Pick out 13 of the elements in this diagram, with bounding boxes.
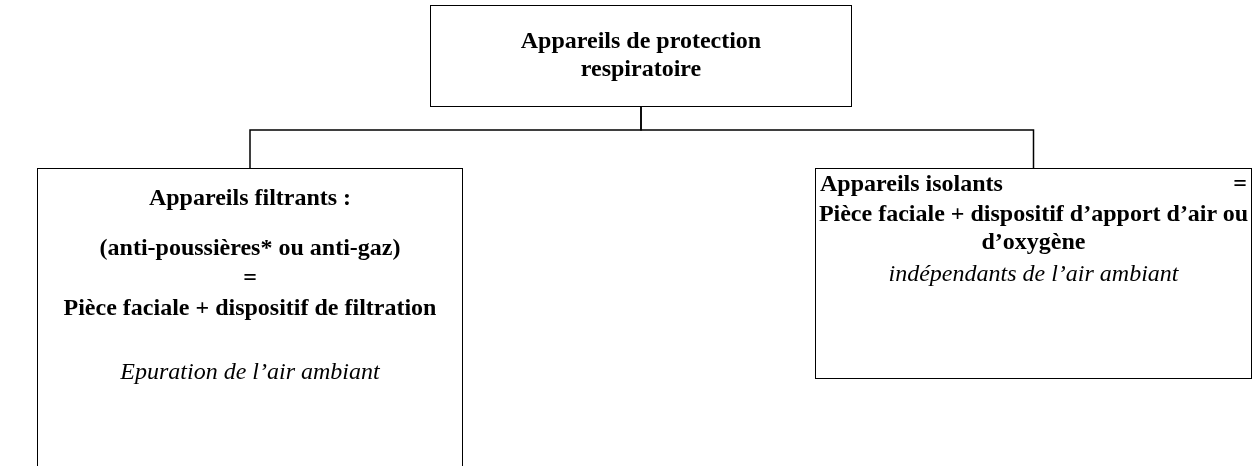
category-box — [430, 5, 852, 107]
heading-text: Appareils filtrants : — [147, 183, 353, 211]
category-box — [815, 168, 1252, 379]
heading-text: Appareils de protection respiratoire — [519, 26, 763, 82]
body-text: = — [242, 263, 258, 291]
body-text: indépendants de l’air ambiant — [887, 259, 1180, 287]
category-box — [37, 168, 463, 466]
connector-line — [640, 106, 1035, 169]
heading-text: Appareils isolants — [819, 169, 1003, 197]
body-text: Pièce faciale + dispositif de filtration — [62, 293, 438, 321]
body-text: (anti-poussières* ou anti-gaz) — [98, 233, 402, 261]
body-text: = — [1233, 169, 1248, 197]
body-text: Epuration de l’air ambiant — [119, 357, 381, 385]
